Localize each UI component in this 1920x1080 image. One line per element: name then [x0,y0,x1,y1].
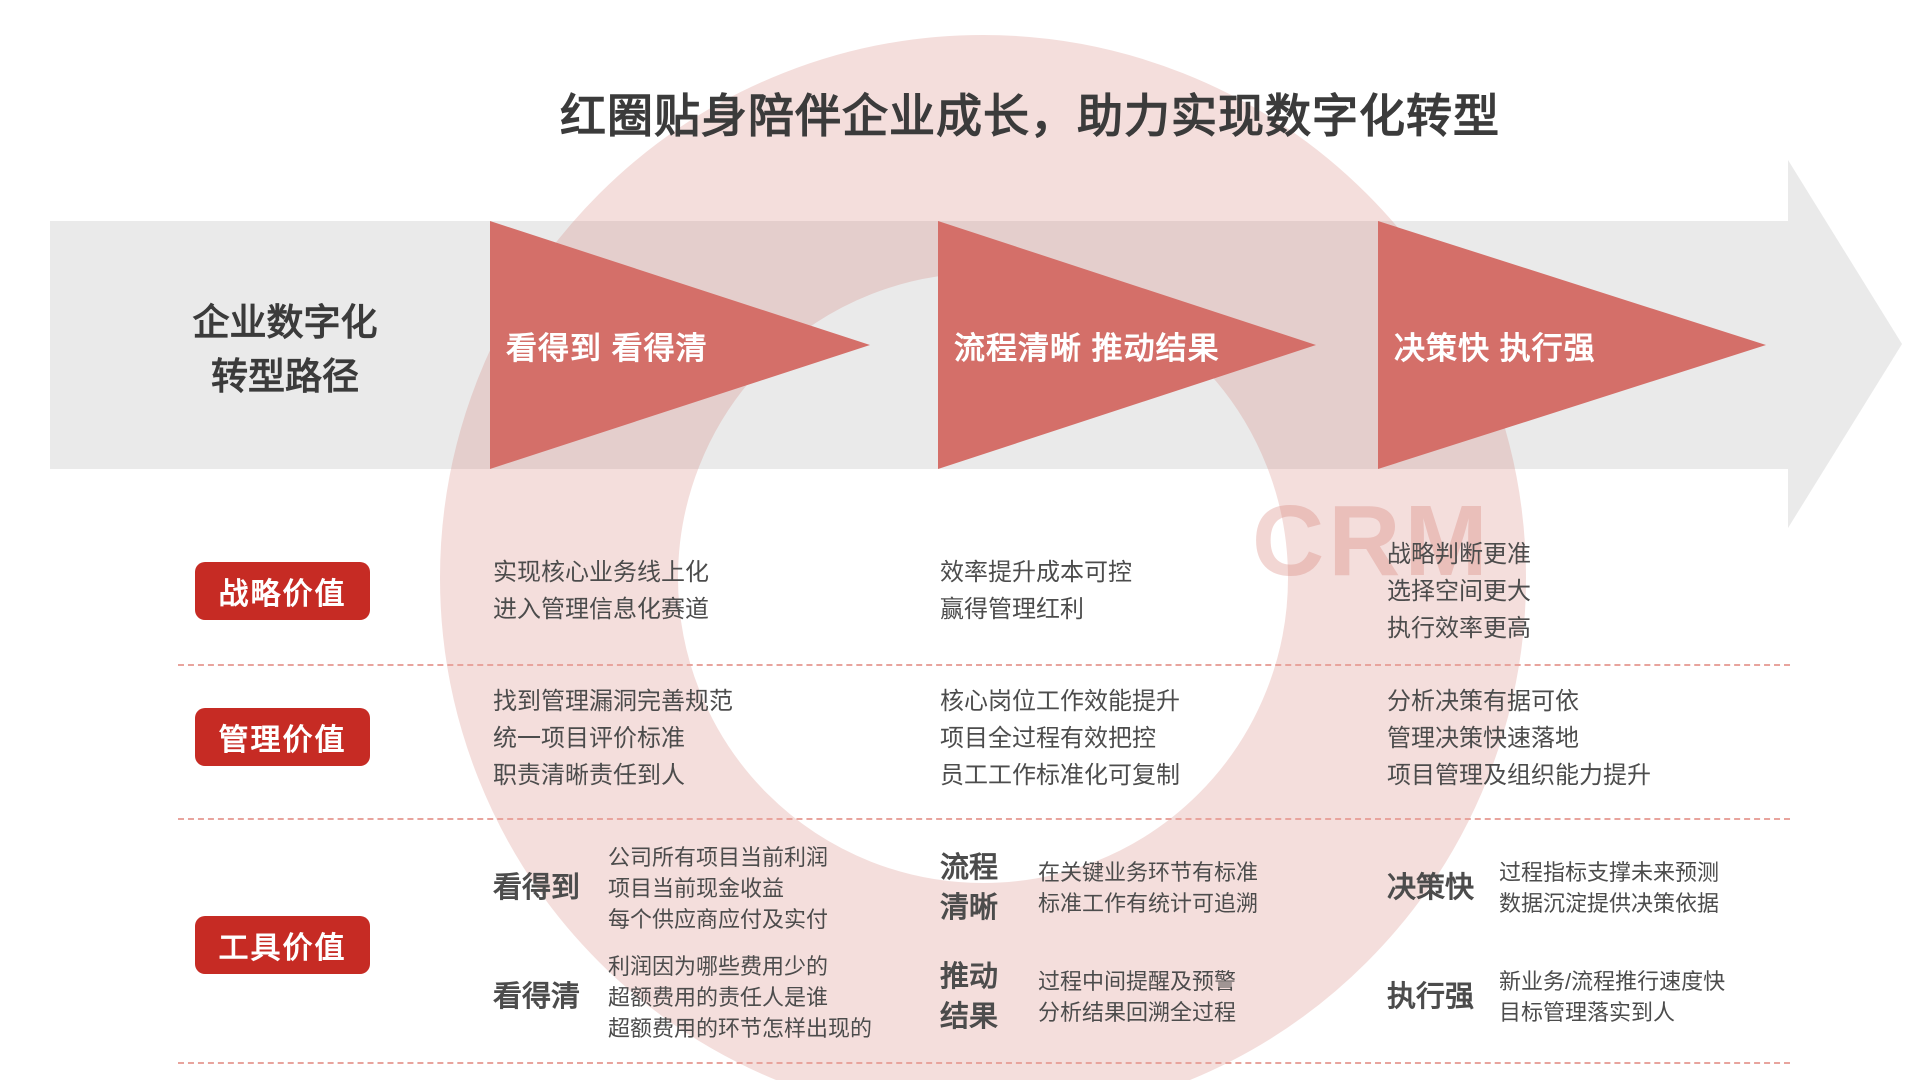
value-line: 核心岗位工作效能提升 [940,687,1180,715]
tool-details: 在关键业务环节有标准 标准工作有统计可追溯 [1038,857,1258,919]
tool-details: 过程中间提醒及预警 分析结果回溯全过程 [1038,966,1236,1028]
value-line: 实现核心业务线上化 [493,559,709,586]
management-col1: 找到管理漏洞完善规范 统一项目评价标准 职责清晰责任到人 [493,682,733,794]
value-line: 战略判断更准 [1387,540,1531,568]
tool-detail-line: 目标管理落实到人 [1499,1000,1676,1025]
stage-arrow-3: 决策快 执行强 [1378,221,1766,469]
strategic-col3: 战略判断更准 选择空间更大 执行效率更高 [1387,536,1531,646]
value-line: 赢得管理红利 [940,596,1084,623]
tool-cell-see-clearly: 看得清 利润因为哪些费用少的 超额费用的责任人是谁 超额费用的环节怎样出现的 [493,938,872,1056]
tool-cell-strong-execution: 执行强 新业务/流程推行速度快 目标管理落实到人 [1387,938,1725,1056]
stage-2-label: 流程清晰 推动结果 [954,330,1220,366]
value-line: 项目全过程有效把控 [940,724,1156,752]
tool-details: 利润因为哪些费用少的 超额费用的责任人是谁 超额费用的环节怎样出现的 [608,951,872,1044]
tool-detail-line: 过程指标支撑未来预测 [1499,860,1720,885]
watermark-crm-text: CRM [1252,485,1492,597]
strategic-col2: 效率提升成本可控 赢得管理红利 [940,536,1132,646]
value-line: 分析决策有据可依 [1387,687,1579,715]
value-line: 找到管理漏洞完善规范 [493,687,733,715]
page-title: 红圈贴身陪伴企业成长，助力实现数字化转型 [560,90,1500,142]
tool-detail-line: 新业务/流程推行速度快 [1499,969,1726,994]
tool-detail-line: 公司所有项目当前利润 [608,844,829,870]
tool-detail-line: 标准工作有统计可追溯 [1038,891,1259,916]
value-line: 职责清晰责任到人 [493,761,685,789]
tool-cell-fast-decision: 决策快 过程指标支撑未来预测 数据沉淀提供决策依据 [1387,836,1719,940]
tool-detail-line: 在关键业务环节有标准 [1038,860,1259,885]
row-divider [178,664,1790,666]
tool-detail-line: 过程中间提醒及预警 [1038,969,1237,994]
tool-detail-line: 每个供应商应付及实付 [608,906,829,932]
strategic-col1: 实现核心业务线上化 进入管理信息化赛道 [493,536,709,646]
tool-sub-line: 推动 [940,961,999,993]
tool-sub-line: 决策快 [1387,872,1475,904]
tool-sub-label: 流程 清晰 [940,848,1038,928]
tool-sub-line: 看得清 [493,981,581,1013]
stage-1-label: 看得到 看得清 [506,330,708,366]
value-line: 执行效率更高 [1387,614,1531,642]
tool-cell-see-it: 看得到 公司所有项目当前利润 项目当前现金收益 每个供应商应付及实付 [493,836,828,940]
value-line: 进入管理信息化赛道 [493,596,709,623]
value-line: 项目管理及组织能力提升 [1387,761,1651,789]
row-label-strategic-value: 战略价值 [195,562,370,620]
tool-sub-line: 看得到 [493,872,581,904]
tool-sub-line: 清晰 [940,892,999,924]
row-divider [178,818,1790,820]
tool-detail-line: 分析结果回溯全过程 [1038,1000,1237,1025]
tool-details: 新业务/流程推行速度快 目标管理落实到人 [1499,966,1725,1028]
tool-cell-drive-results: 推动 结果 过程中间提醒及预警 分析结果回溯全过程 [940,938,1236,1056]
value-line: 员工工作标准化可复制 [940,761,1180,789]
stage-arrow-1: 看得到 看得清 [490,221,870,469]
tool-cell-clear-process: 流程 清晰 在关键业务环节有标准 标准工作有统计可追溯 [940,836,1258,940]
tool-details: 公司所有项目当前利润 项目当前现金收益 每个供应商应付及实付 [608,842,828,935]
value-line: 统一项目评价标准 [493,724,685,752]
tool-sub-line: 执行强 [1387,981,1475,1013]
tool-sub-label: 看得清 [493,977,608,1017]
tool-detail-line: 项目当前现金收益 [608,875,785,901]
path-band-label-line2: 转型路径 [211,356,359,397]
row-divider [178,1062,1790,1064]
tool-sub-line: 结果 [940,1001,999,1033]
management-col2: 核心岗位工作效能提升 项目全过程有效把控 员工工作标准化可复制 [940,682,1180,794]
tool-sub-label: 推动 结果 [940,957,1038,1037]
stage-3-label: 决策快 执行强 [1394,330,1596,366]
path-band-arrowhead-icon [1788,160,1902,528]
tool-detail-line: 超额费用的责任人是谁 [608,984,829,1010]
tool-sub-line: 流程 [940,852,999,884]
path-band-label: 企业数字化 转型路径 [150,296,420,404]
path-band-label-line1: 企业数字化 [192,302,378,343]
stage-arrow-2: 流程清晰 推动结果 [938,221,1316,469]
tool-detail-line: 利润因为哪些费用少的 [608,953,829,979]
tool-sub-label: 执行强 [1387,977,1499,1017]
row-label-tool-value: 工具价值 [195,916,370,974]
tool-sub-label: 看得到 [493,868,608,908]
row-label-management-value: 管理价值 [195,708,370,766]
tool-sub-label: 决策快 [1387,868,1499,908]
tool-details: 过程指标支撑未来预测 数据沉淀提供决策依据 [1499,857,1719,919]
tool-detail-line: 超额费用的环节怎样出现的 [608,1015,873,1041]
tool-detail-line: 数据沉淀提供决策依据 [1499,891,1720,916]
management-col3: 分析决策有据可依 管理决策快速落地 项目管理及组织能力提升 [1387,682,1651,794]
value-line: 效率提升成本可控 [940,559,1132,586]
value-line: 选择空间更大 [1387,577,1531,605]
value-line: 管理决策快速落地 [1387,724,1579,752]
